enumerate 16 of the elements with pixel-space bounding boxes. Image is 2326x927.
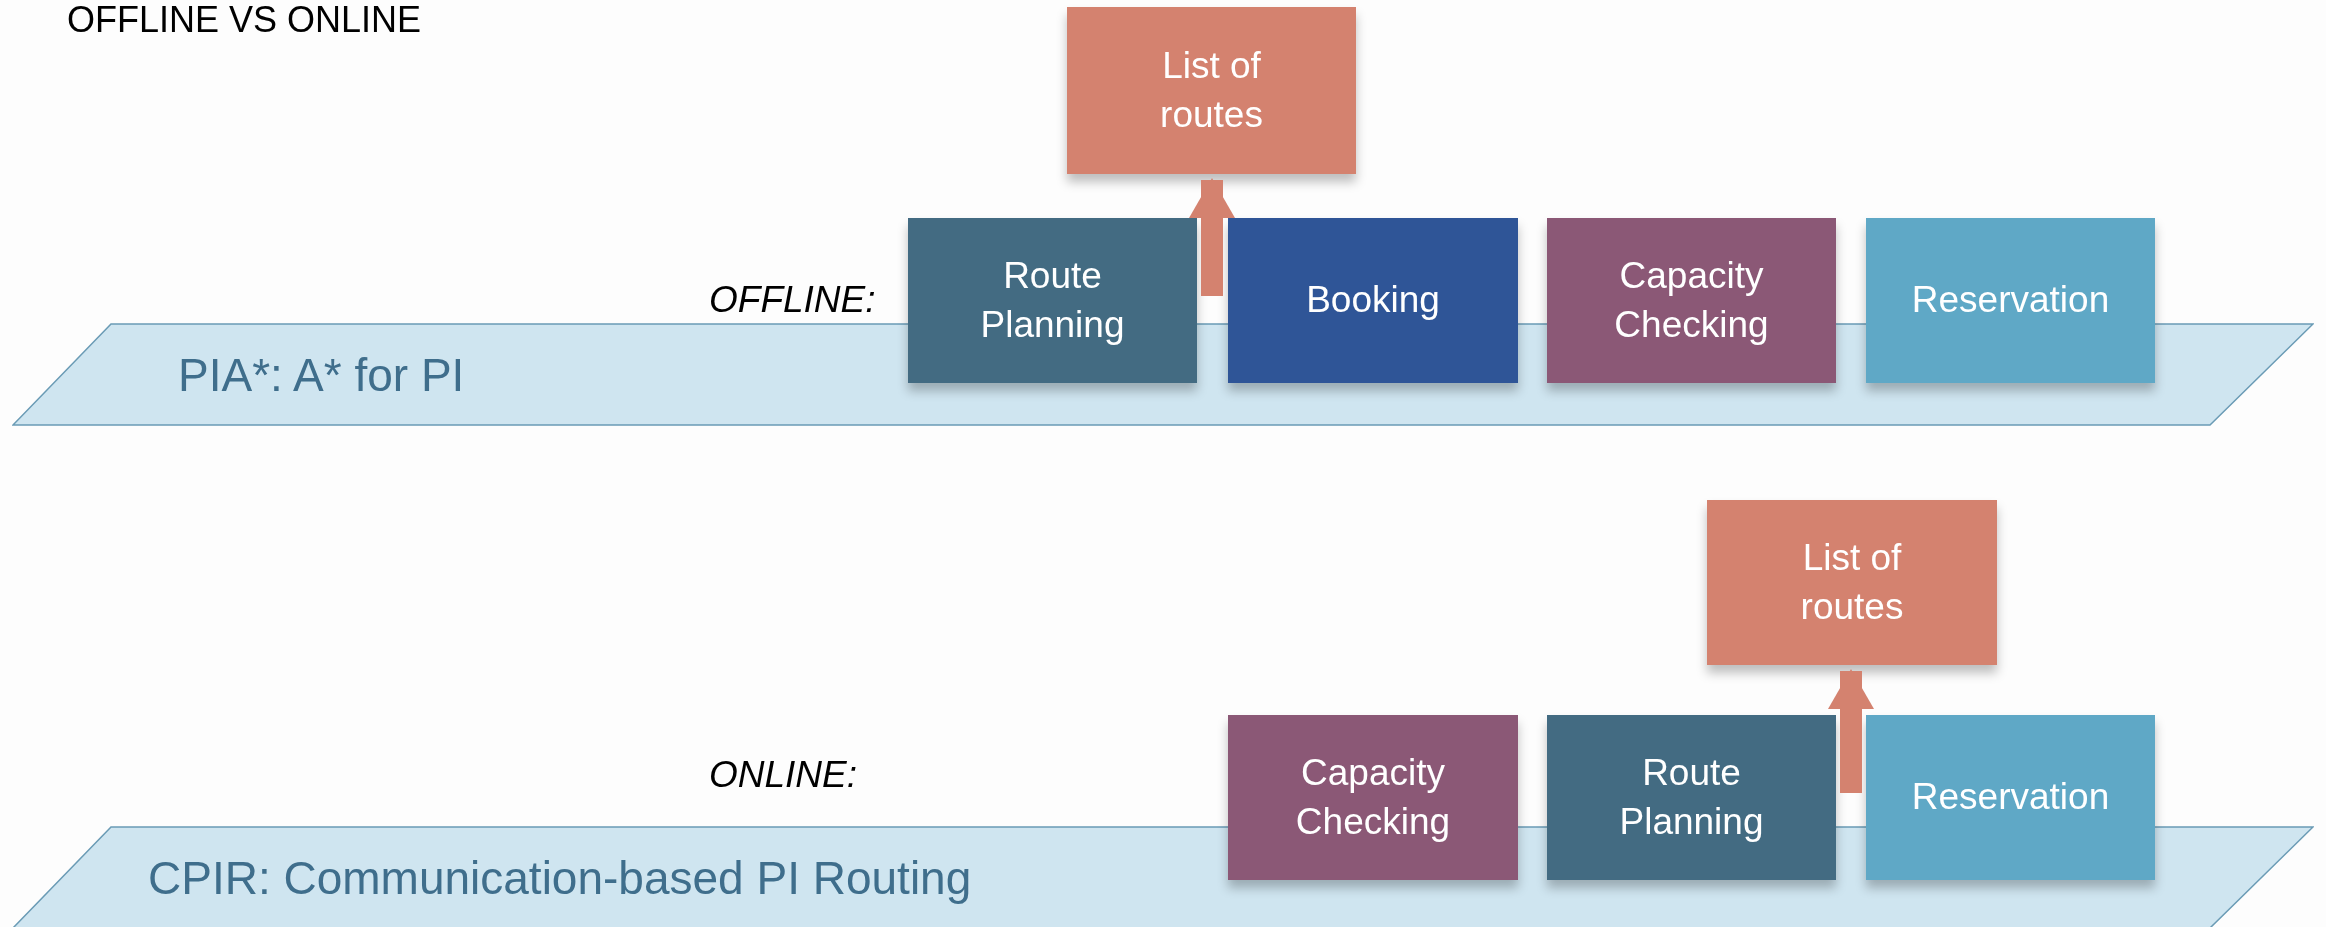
process-box: Route Planning [1547,715,1836,880]
process-box: Reservation [1866,218,2155,383]
block-arrow [1828,669,1874,793]
process-box: Capacity Checking [1547,218,1836,383]
output-box: List of routes [1707,500,1997,665]
process-box: Booking [1228,218,1518,383]
mode-label: ONLINE: [709,753,858,797]
page-title: OFFLINE VS ONLINE [67,2,422,38]
output-box: List of routes [1067,7,1356,174]
block-arrow [1189,178,1235,296]
band-label: CPIR: Communication-based PI Routing [148,851,972,906]
process-box: Reservation [1866,715,2155,880]
band-label: PIA*: A* for PI [178,348,465,403]
process-box: Route Planning [908,218,1197,383]
process-box: Capacity Checking [1228,715,1518,880]
mode-label: OFFLINE: [709,278,876,322]
